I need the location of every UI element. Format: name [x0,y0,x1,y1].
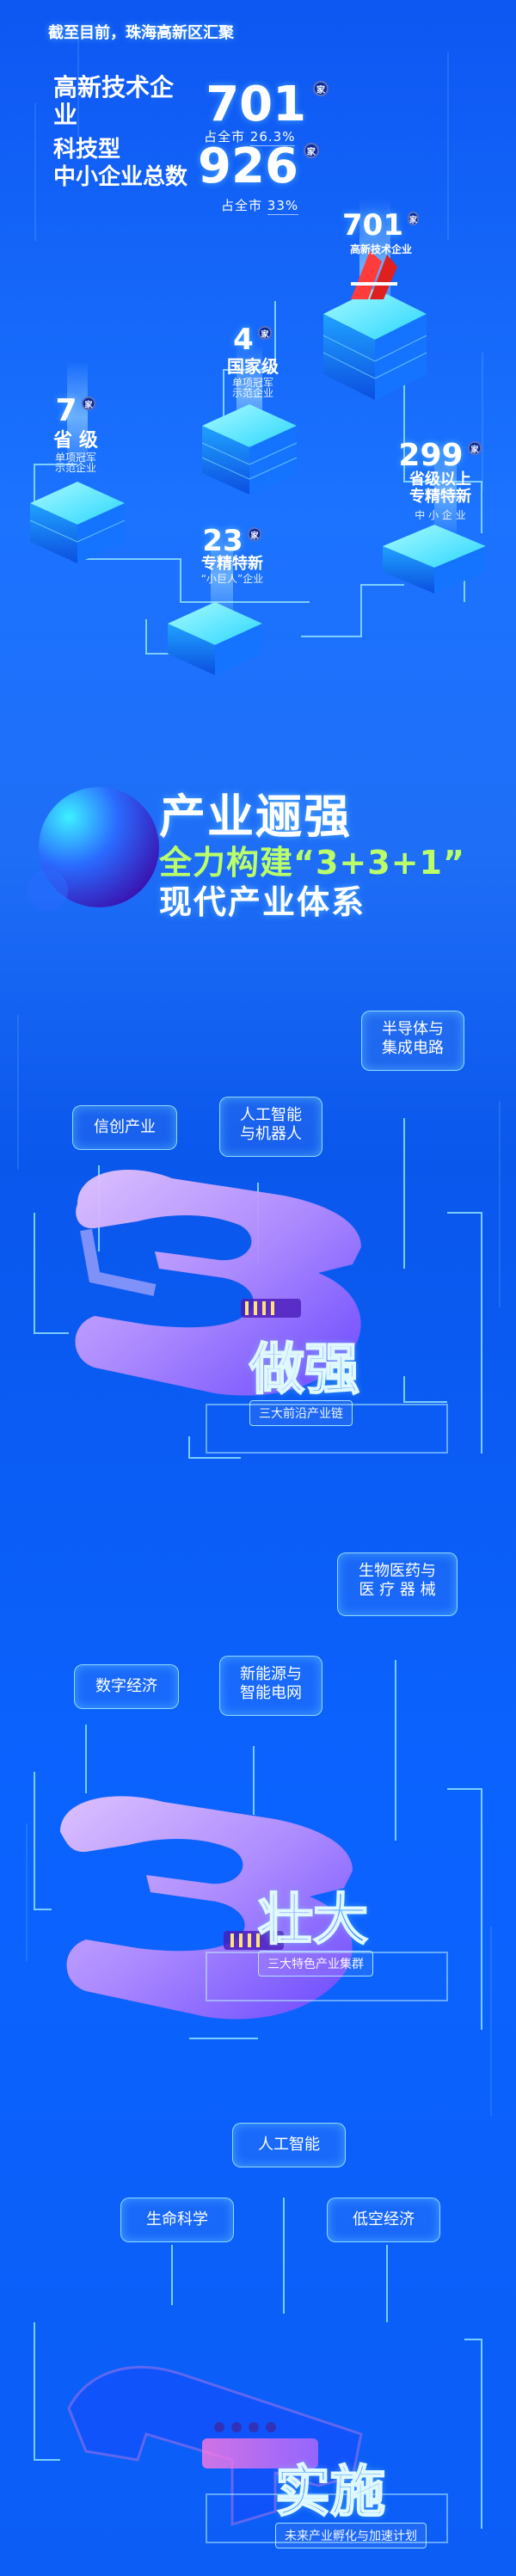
cube-provincial-above-number: 299 [398,438,464,473]
cube-little-giant-line2: “小巨人”企业 [200,573,264,585]
block2-label: 壮大 三大特色产业集群 [257,1889,464,1977]
cube-provincial-unit: 家 [81,396,95,411]
intro-text: 截至目前，珠海高新区汇聚 [48,24,234,42]
block1-tag-1: 信创产业 [72,1105,177,1150]
cube-provincial-number: 7 [55,393,77,428]
kpi-sme: 科技型 中小企业总数 926 家 占全市 33% [53,136,329,215]
cube-stack-provincial-above [383,525,486,593]
cube-national-text: 国家级 [227,356,279,377]
cube-little-giant-line1: 专精特新 [201,555,263,573]
cube-provincial-above-line2: 专精特新 [409,488,471,506]
cube-provincial-label: 7 家 省 级 单项冠军 示范企业 [41,393,110,474]
kpi-sme-share-value: 33% [267,198,299,215]
cube-provincial-above-label: 299 家 省级以上 专精特新 中 小 企 业 [389,440,492,522]
cube-hi-tech-number: 701 [342,208,403,243]
block2-tag-3: 生物医药与 医 疗 器 械 [337,1552,458,1616]
cube-hi-tech-text: 高新技术企业 [349,243,412,255]
cube-stack-little-giant [168,602,262,675]
cube-national-label: 4 家 国家级 单项冠军 示范企业 [218,325,287,398]
cube-national-unit: 家 [257,325,272,341]
block1-tag-2: 人工智能 与机器人 [219,1097,322,1157]
block3-label: 实施 未来产业孵化与加速计划 [274,2461,482,2548]
block1-3-icon [75,1170,361,1396]
block3-tag-1: 生命科学 [120,2198,234,2242]
block3-caption: 未来产业孵化与加速计划 [275,2523,427,2548]
cube-national-sub2: 示范企业 [231,387,273,399]
block2-3-icon [60,1796,353,2020]
block2-tag-2: 新能源与 智能电网 [219,1656,322,1716]
block3-tag-2: 人工智能 [232,2123,346,2167]
title-ball-icon [39,787,159,907]
cube-national-sub1: 单项冠军 [231,377,273,389]
kpi-hi-tech: 高新技术企业 701 家 占全市 26.3% [53,73,329,146]
block1-caption: 三大前沿产业链 [249,1400,353,1426]
block3-lines [34,2198,482,2529]
kpi-sme-label-line1: 科技型 [53,137,121,163]
digital-rain [17,34,501,2116]
block3-tag-3: 低空经济 [327,2198,440,2242]
block1-label: 做强 三大前沿产业链 [249,1338,447,1426]
block2-label-text: 壮大 [257,1889,369,1952]
cube-provincial-text: 省 级 [53,430,98,452]
section-title-line3: 现代产业体系 [159,883,366,921]
section-title-line1: 产业逦强 [159,790,352,844]
block2-tag-1: 数字经济 [74,1664,179,1709]
cube-provincial-sub1: 单项冠军 [54,452,96,464]
section-title-line2: 全力构建“3+3+1” [159,844,465,882]
block2-lines [34,1660,482,2039]
section-title: 产业逦强 全力构建“3+3+1” 现代产业体系 [159,791,486,922]
block3-label-text: 实施 [274,2461,386,2524]
cube-national-number: 4 [233,323,254,357]
kpi-hi-tech-share-value: 26.3% [249,129,296,146]
cube-hi-tech-label: 701 家 高新技术企业 [342,211,420,256]
kpi-sme-share-label: 占全市 [221,198,263,213]
cube-provincial-above-unit: 家 [467,440,482,456]
block2-caption: 三大特色产业集群 [258,1951,373,1977]
cube-stack-hi-tech [322,288,427,400]
cube-little-giant-unit: 家 [247,526,261,542]
cube-stack-national [201,404,298,495]
kpi-hi-tech-label: 高新技术企业 [53,73,175,129]
kpi-sme-share: 占全市 33% [221,196,299,215]
kpi-hi-tech-share: 占全市 26.3% [204,127,296,146]
kpi-hi-tech-value: 701 [206,77,307,132]
kpi-sme-value: 926 [198,138,298,194]
kpi-sme-unit-badge: 家 [303,143,319,158]
block1-label-text: 做强 [249,1338,360,1402]
block3-1-icon [67,2365,363,2527]
cube-provincial-sub2: 示范企业 [54,462,96,474]
kpi-hi-tech-unit-badge: 家 [313,81,329,96]
cube-hi-tech-unit: 家 [407,211,420,226]
flame-logo-icon [351,251,397,299]
cube-provincial-above-line1: 省级以上 [409,470,471,489]
block1-tag-3: 半导体与 集成电路 [361,1011,464,1071]
kpi-hi-tech-share-label: 占全市 [204,129,246,144]
cube-stack-provincial [29,482,126,563]
cube-provincial-above-sub: 中 小 企 业 [415,509,466,521]
cube-little-giant-label: 23 家 专精特新 “小巨人”企业 [185,526,280,585]
cube-little-giant-number: 23 [202,524,243,558]
kpi-sme-label-line2: 中小企业总数 [53,164,188,190]
